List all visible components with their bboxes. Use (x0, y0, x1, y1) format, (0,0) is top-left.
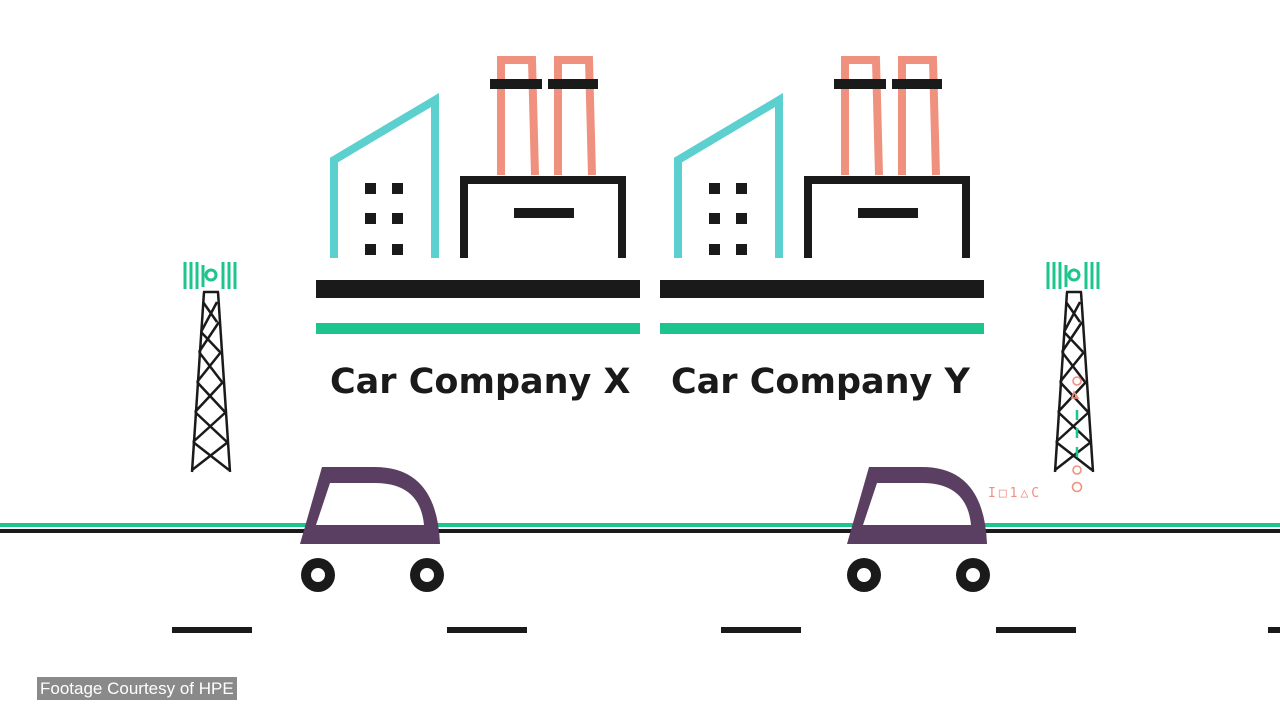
company-x-label: Car Company X (330, 362, 631, 402)
signal-data-glyphs (1070, 376, 1083, 493)
company-x-buildings (316, 56, 640, 334)
car-icon (300, 467, 444, 592)
company-x-underline (316, 323, 640, 334)
data-stream-text: I□1△C (988, 486, 1043, 501)
car-icon (847, 467, 990, 592)
footage-credit: Footage Courtesy of HPE (37, 677, 237, 700)
company-y-platform (660, 280, 984, 298)
company-y-underline (660, 323, 984, 334)
company-y-label: Car Company Y (671, 362, 970, 402)
company-x-platform (316, 280, 640, 298)
company-y-buildings (660, 56, 984, 334)
cell-tower-icon (183, 262, 237, 473)
office-building-icon (330, 92, 439, 258)
factory-icon (460, 56, 626, 258)
office-building-icon (674, 92, 783, 258)
factory-icon (804, 56, 970, 258)
cell-tower-icon (1046, 262, 1100, 493)
road-icon (0, 523, 1280, 633)
